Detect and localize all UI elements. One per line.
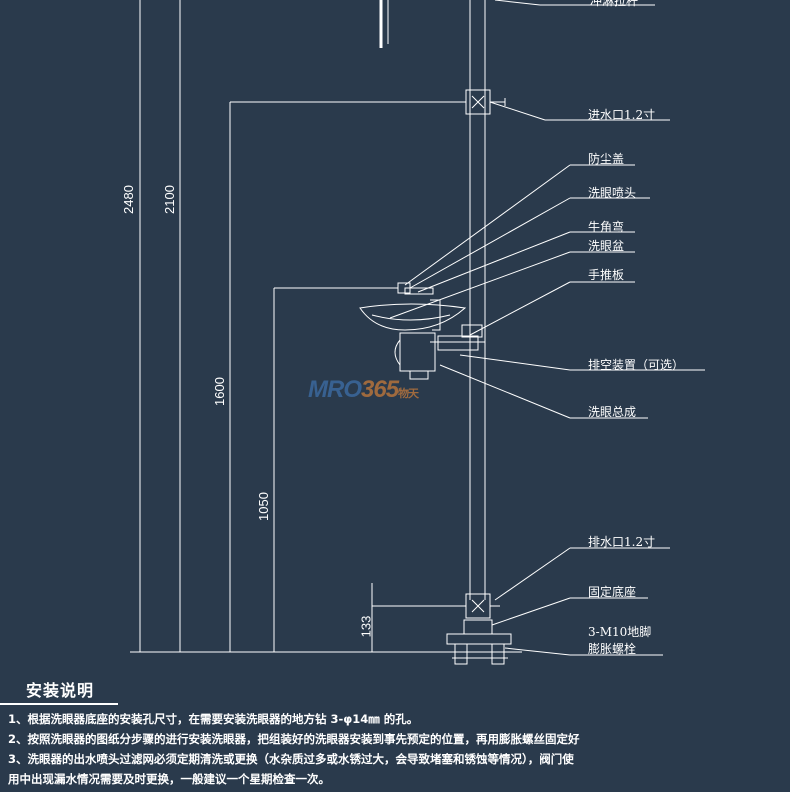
- dimension-2480: 2480: [120, 185, 136, 214]
- label-dust-cover: 防尘盖: [588, 152, 625, 166]
- pull-rod: [379, 0, 389, 48]
- label-anchor-bolt-line1: 3-M10地脚: [588, 625, 652, 639]
- main-pipe: [469, 0, 486, 600]
- dimension-1600: 1600: [211, 377, 227, 406]
- eyewash-bowl: [359, 282, 467, 331]
- watermark-logo: MRO365物天: [308, 376, 419, 403]
- install-item-1: 1、根据洗眼器底座的安装孔尺寸，在需要安装洗眼器的地方钻 3-φ14㎜ 的孔。: [8, 712, 419, 726]
- label-push-plate: 手推板: [588, 268, 625, 282]
- label-elbow: 牛角弯: [588, 220, 625, 234]
- dimension-lines: [130, 0, 466, 653]
- label-eyewash-assembly: 洗眼总成: [588, 405, 637, 419]
- install-item-4: 用中出现漏水情况需要及时更换，一般建议一个星期检查一次。: [8, 772, 330, 786]
- install-item-3: 3、洗眼器的出水喷头过滤网必须定期清洗或更换（水杂质过多或水锈过大，会导致堵塞和…: [8, 752, 574, 766]
- dimension-1050: 1050: [255, 492, 271, 521]
- drain-fitting: [465, 593, 500, 619]
- dimension-133: 133: [358, 615, 374, 638]
- dimension-2100: 2100: [161, 185, 177, 214]
- valve-block: [394, 324, 485, 380]
- leader-lines: [389, 0, 705, 656]
- label-inlet: 进水口1.2寸: [588, 108, 656, 122]
- label-pull-rod: 冲淋拉杆: [590, 0, 639, 8]
- heading-underline: [0, 703, 118, 705]
- fixed-base: [438, 619, 522, 665]
- install-item-2: 2、按照洗眼器的图纸分步骤的进行安装洗眼器，把组装好的洗眼器安装到事先预定的位置…: [8, 732, 580, 746]
- label-drain-device: 排空装置（可选）: [588, 358, 685, 372]
- label-eyewash-nozzle: 洗眼喷头: [588, 186, 637, 200]
- eyewash-station-diagram: [130, 0, 705, 665]
- label-anchor-bolt-line2: 膨胀螺栓: [588, 642, 637, 656]
- label-fixed-base: 固定底座: [588, 585, 637, 599]
- label-eyewash-bowl: 洗眼盆: [588, 239, 625, 253]
- label-outlet: 排水口1.2寸: [588, 535, 656, 549]
- install-heading: 安装说明: [26, 681, 95, 700]
